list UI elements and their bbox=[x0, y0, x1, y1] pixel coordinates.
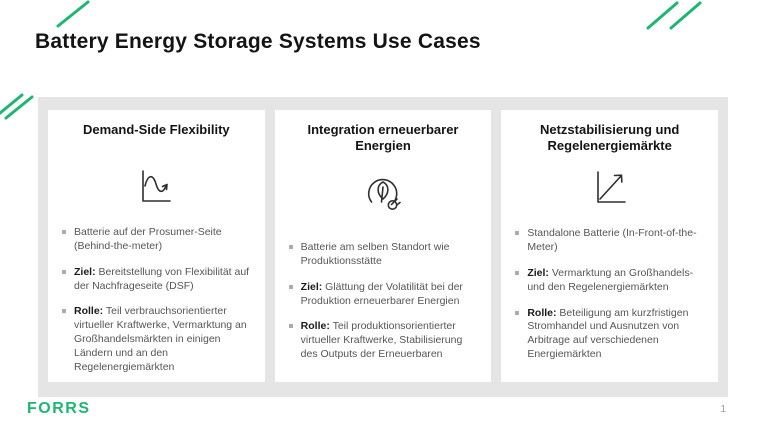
bullet-square-icon bbox=[62, 269, 66, 274]
uptrend-arrow-chart-icon bbox=[513, 162, 706, 211]
bullet-square-icon bbox=[288, 244, 293, 249]
demand-wave-chart-icon bbox=[60, 162, 253, 210]
bullet-body: Vermarktung an Großhandels- und den Rege… bbox=[527, 266, 694, 293]
page-title: Battery Energy Storage Systems Use Cases bbox=[35, 30, 481, 53]
bullet-prefix: Ziel: bbox=[527, 266, 549, 279]
slash-decoration-top-right bbox=[646, 1, 702, 30]
bullet-prefix: Rolle: bbox=[527, 306, 557, 319]
bullet-body: Standalone Batterie (In-Front-of-the-Met… bbox=[527, 227, 697, 253]
card-grid-stabilization: Netzstabilisierung und Regelenergiemärkt… bbox=[501, 110, 719, 382]
list-item: Rolle: Beteiligung am kurzfristigen Stro… bbox=[513, 307, 706, 362]
bullet-prefix: Ziel: bbox=[300, 280, 323, 293]
bullet-body: Bereitstellung von Flexibilität auf der … bbox=[74, 265, 250, 292]
forrs-logo: FORRS bbox=[27, 400, 91, 417]
card-title: Demand-Side Flexibility bbox=[83, 122, 230, 137]
bullet-prefix: Ziel: bbox=[74, 265, 96, 278]
bullet-prefix: Rolle: bbox=[74, 305, 104, 318]
list-item: Ziel: Bereitstellung von Flexibilität au… bbox=[60, 266, 253, 294]
bullet-list: Standalone Batterie (In-Front-of-the-Met… bbox=[513, 227, 706, 374]
renewable-leaf-plug-icon bbox=[287, 162, 480, 225]
list-item: Standalone Batterie (In-Front-of-the-Met… bbox=[513, 227, 706, 255]
bullet-square-icon bbox=[515, 310, 520, 315]
bullet-prefix: Rolle: bbox=[300, 320, 330, 333]
bullet-list: Batterie auf der Prosumer-Seite (Behind-… bbox=[60, 226, 253, 387]
card-title: Integration erneuerbarer Energien bbox=[307, 122, 459, 154]
list-item: Rolle: Teil produktionsorientierter virt… bbox=[287, 320, 480, 362]
list-item: Batterie am selben Standort wie Produkti… bbox=[287, 241, 480, 269]
slash-decoration-top-left bbox=[56, 0, 90, 28]
bullet-list: Batterie am selben Standort wie Produkti… bbox=[287, 241, 480, 374]
bullet-square-icon bbox=[515, 231, 520, 236]
list-item: Rolle: Teil verbrauchsorientierter virtu… bbox=[60, 305, 253, 374]
bullet-body: Batterie auf der Prosumer-Seite (Behind-… bbox=[74, 226, 222, 252]
use-cases-panel: Demand-Side Flexibility Batterie auf der… bbox=[38, 97, 728, 397]
bullet-square-icon bbox=[288, 324, 293, 329]
bullet-body: Beteiligung am kurzfristigen Stromhandel… bbox=[527, 306, 689, 361]
bullet-square-icon bbox=[288, 284, 293, 289]
list-item: Ziel: Glättung der Volatilität bei der P… bbox=[287, 281, 480, 309]
bullet-square-icon bbox=[515, 270, 520, 275]
bullet-body: Batterie am selben Standort wie Produkti… bbox=[300, 240, 450, 267]
bullet-body: Glättung der Volatilität bei der Produkt… bbox=[300, 280, 463, 307]
bullet-body: Teil produktionsorientierter virtueller … bbox=[300, 320, 463, 361]
card-demand-side-flexibility: Demand-Side Flexibility Batterie auf der… bbox=[48, 110, 265, 382]
list-item: Batterie auf der Prosumer-Seite (Behind-… bbox=[60, 226, 253, 254]
bullet-square-icon bbox=[62, 309, 66, 314]
card-title: Netzstabilisierung und Regelenergiemärkt… bbox=[539, 122, 680, 154]
card-integration-renewables: Integration erneuerbarer Energien Batter… bbox=[274, 110, 492, 382]
page-number: 1 bbox=[720, 404, 726, 415]
bullet-square-icon bbox=[62, 230, 66, 234]
slash-decoration-left bbox=[0, 93, 34, 120]
list-item: Ziel: Vermarktung an Großhandels- und de… bbox=[513, 267, 706, 295]
bullet-body: Teil verbrauchsorientierter virtueller K… bbox=[74, 305, 247, 373]
